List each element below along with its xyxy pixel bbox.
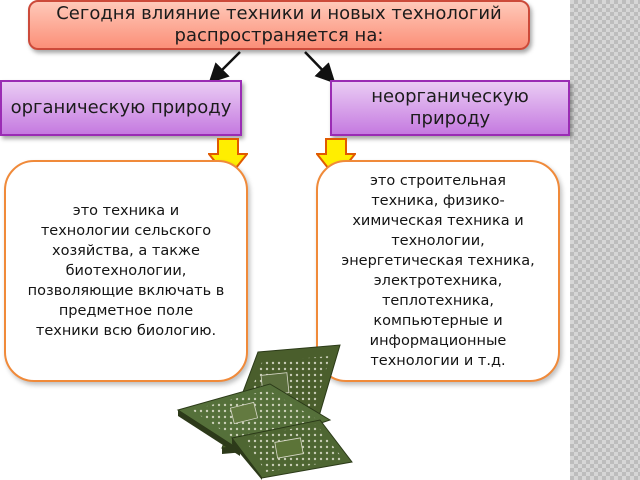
arrow-to-organic: [208, 51, 241, 84]
circuit-board: [176, 383, 332, 456]
description-inorganic: это строительная техника, физико- химиче…: [316, 160, 560, 382]
diagram-title: Сегодня влияние техники и новых технолог…: [28, 0, 530, 50]
decorative-checker-strip: [570, 0, 640, 480]
arrow-to-inorganic: [304, 51, 336, 84]
circuit-board: [231, 419, 353, 480]
down-arrow-icon: [208, 138, 248, 180]
category-organic: органическую природу: [0, 80, 242, 136]
description-organic: это техника и технологии сельского хозяй…: [4, 160, 248, 382]
category-inorganic: неорганическую природу: [330, 80, 570, 136]
